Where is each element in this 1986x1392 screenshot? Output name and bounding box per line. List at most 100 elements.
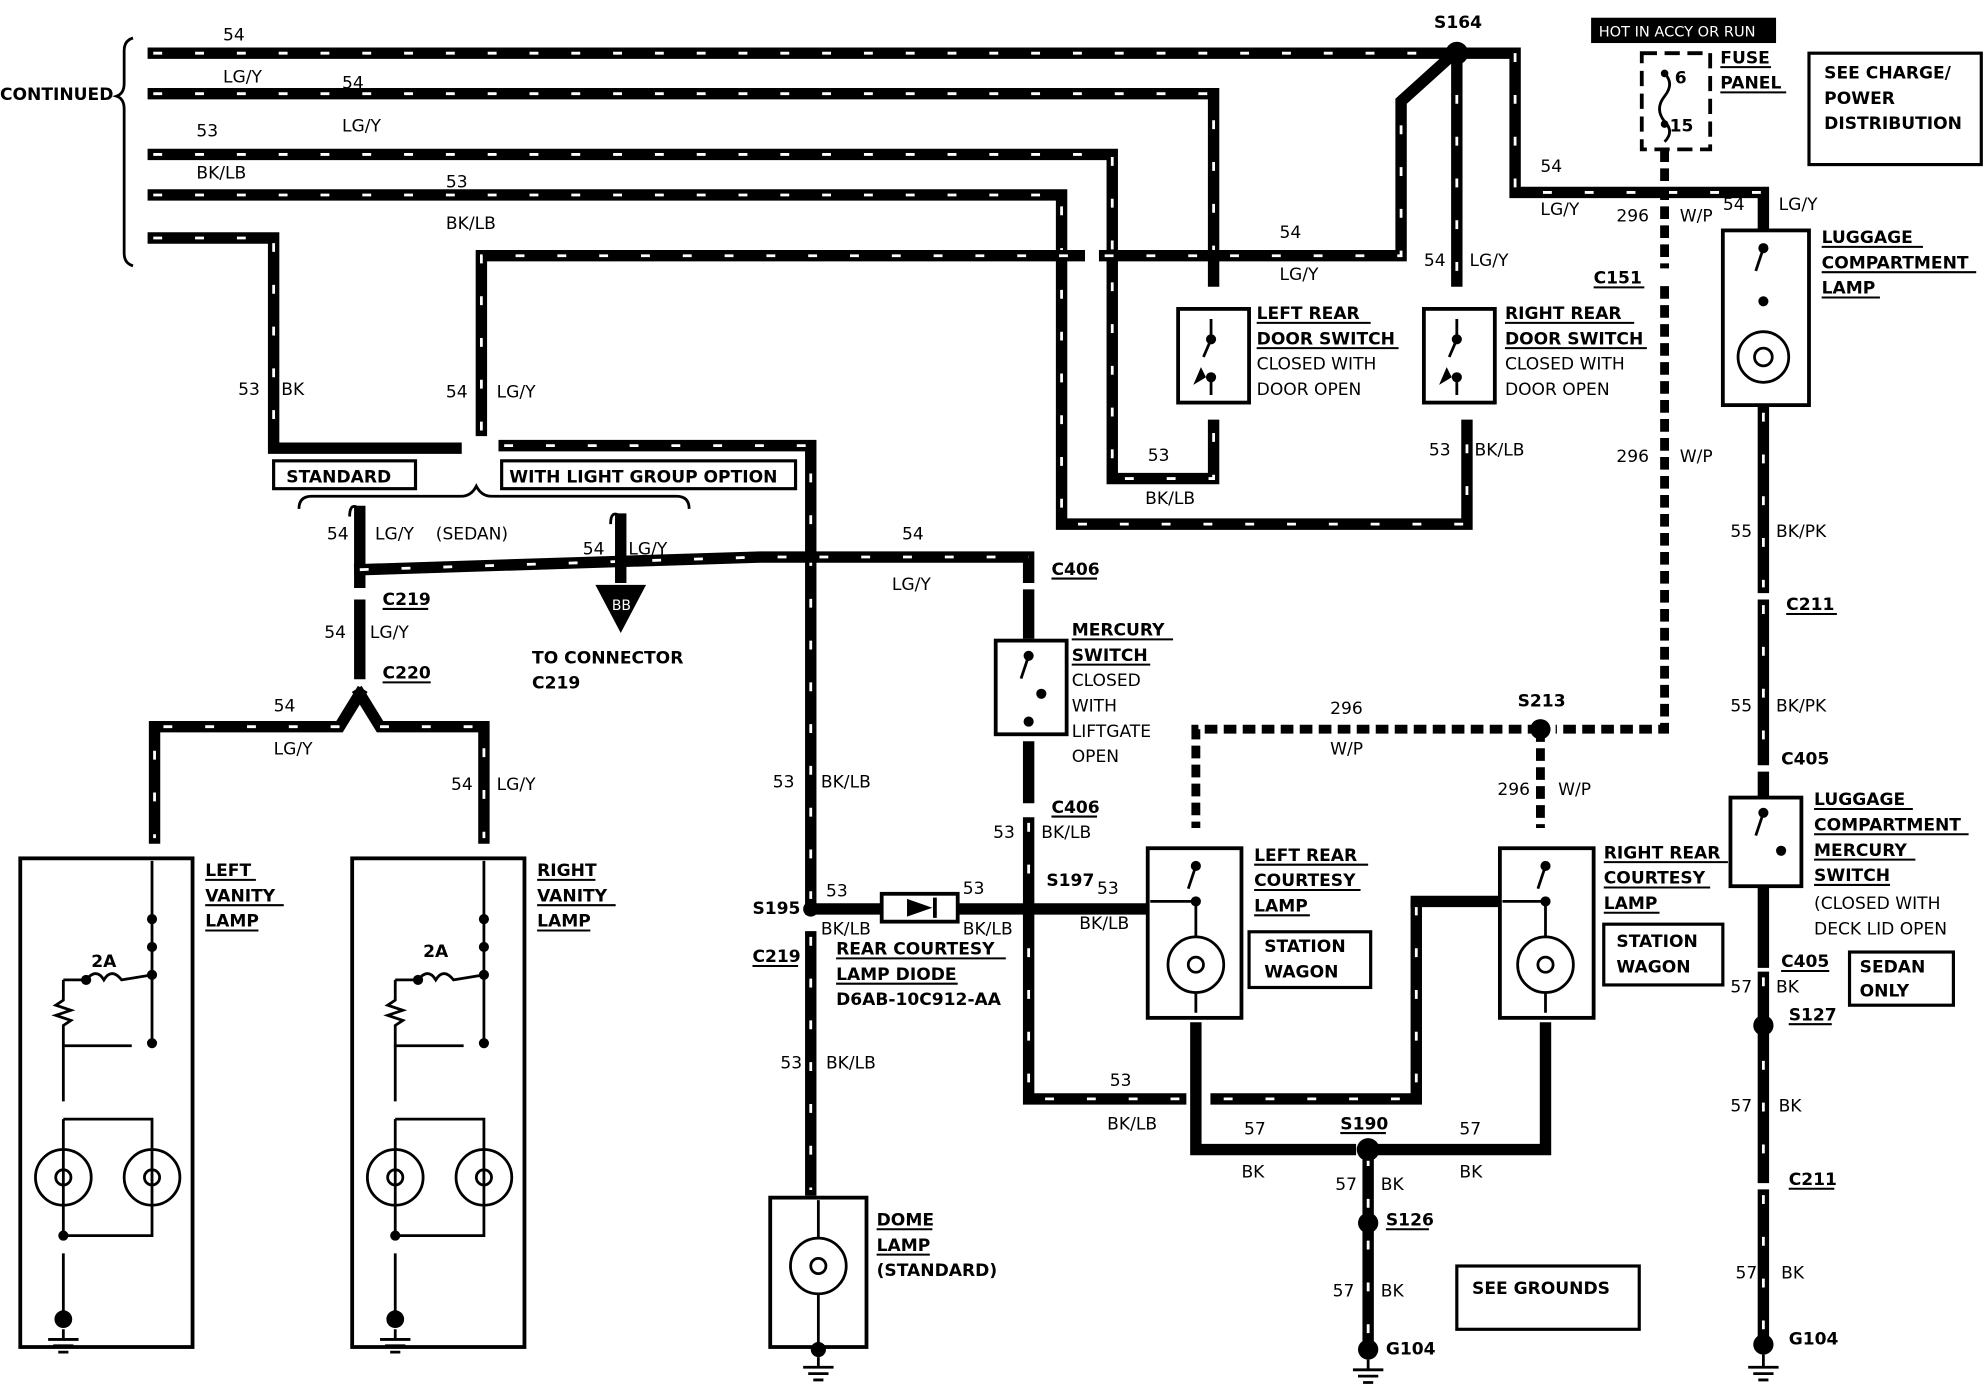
svg-text:BK/PK: BK/PK [1776,522,1827,542]
svg-text:(SEDAN): (SEDAN) [436,524,508,544]
svg-text:SEE GROUNDS: SEE GROUNDS [1472,1279,1610,1299]
svg-text:BK: BK [1776,978,1800,998]
right-rear-door-switch: RIGHT REAR DOOR SWITCH CLOSED WITH DOOR … [1421,304,1647,405]
svg-text:WITH: WITH [1072,696,1117,716]
svg-text:55: 55 [1730,696,1752,716]
svg-text:2A: 2A [91,952,117,972]
svg-text:WITH LIGHT GROUP OPTION: WITH LIGHT GROUP OPTION [509,467,777,487]
svg-text:LEFT REAR: LEFT REAR [1257,304,1360,324]
svg-text:MERCURY: MERCURY [1814,841,1907,861]
hot-in-accy-label: HOT IN ACCY OR RUN [1599,24,1756,41]
s164-text: S164 [1434,13,1482,33]
continued-label: CONTINUED [0,85,113,105]
svg-text:S127: S127 [1789,1005,1837,1025]
svg-text:S195: S195 [752,899,800,919]
luggage-mercury-switch: LUGGAGE COMPARTMENT MERCURY SWITCH (CLOS… [1728,790,1969,939]
left-rear-courtesy-lamp: LEFT REAR COURTESY LAMP STATION WAGON [1145,846,1373,1020]
svg-text:LEFT REAR: LEFT REAR [1254,846,1357,866]
svg-text:DOOR SWITCH: DOOR SWITCH [1257,329,1395,349]
s213-splice [1530,719,1551,740]
svg-text:54: 54 [1540,157,1562,177]
svg-text:LG/Y: LG/Y [223,67,263,87]
svg-text:DECK LID OPEN: DECK LID OPEN [1814,919,1947,939]
svg-text:BK/LB: BK/LB [1107,1114,1157,1134]
svg-text:D6AB-10C912-AA: D6AB-10C912-AA [836,990,1002,1010]
svg-text:54: 54 [324,623,346,643]
svg-text:COURTESY: COURTESY [1604,869,1706,889]
svg-text:DOOR SWITCH: DOOR SWITCH [1505,329,1643,349]
see-grounds-box: SEE GROUNDS [1455,1264,1641,1331]
svg-text:53: 53 [963,879,985,899]
svg-text:BK: BK [1381,1281,1405,1301]
wire-296: 296 W/P C151 296 W/P 296 W/P 296 W/P S21… [1191,149,1713,828]
svg-text:W/P: W/P [1558,780,1591,800]
svg-text:SWITCH: SWITCH [1072,646,1148,666]
svg-text:DOOR OPEN: DOOR OPEN [1257,380,1362,400]
svg-text:54: 54 [327,524,349,544]
svg-text:BK: BK [281,380,305,400]
svg-text:53: 53 [1097,879,1119,899]
svg-text:53: 53 [826,881,848,901]
option-labels: STANDARD WITH LIGHT GROUP OPTION [272,459,798,510]
svg-text:BK/LB: BK/LB [963,919,1013,939]
svg-text:LAMP: LAMP [205,912,259,932]
svg-text:54: 54 [223,26,245,46]
svg-text:C405: C405 [1781,952,1829,972]
svg-text:VANITY: VANITY [537,886,608,906]
svg-text:DOME: DOME [877,1210,934,1230]
ground-s190: 57 BK 57 BK S190 57 BK S126 57 BK G104 [1190,1022,1552,1384]
svg-text:S197: S197 [1046,871,1094,891]
svg-text:LG/Y: LG/Y [342,117,382,137]
svg-text:BK/LB: BK/LB [1475,441,1525,461]
svg-text:BK: BK [1779,1097,1803,1117]
svg-text:296: 296 [1616,447,1649,467]
svg-text:WAGON: WAGON [1264,962,1338,982]
svg-text:53: 53 [446,172,468,192]
svg-text:SWITCH: SWITCH [1814,866,1890,886]
svg-text:54: 54 [274,696,296,716]
svg-text:S126: S126 [1386,1210,1434,1230]
svg-text:LUGGAGE: LUGGAGE [1822,228,1913,248]
svg-text:BK/LB: BK/LB [196,164,246,184]
svg-text:W/P: W/P [1330,740,1363,760]
svg-text:LAMP: LAMP [877,1236,931,1256]
svg-text:15: 15 [1670,117,1694,137]
svg-text:G104: G104 [1386,1340,1436,1360]
svg-text:54: 54 [446,383,468,403]
svg-text:C219: C219 [752,947,800,967]
svg-text:DISTRIBUTION: DISTRIBUTION [1824,114,1962,134]
svg-text:54: 54 [1723,195,1745,215]
svg-text:WAGON: WAGON [1616,957,1690,977]
svg-text:2A: 2A [423,942,449,962]
svg-text:C220: C220 [383,664,431,684]
svg-text:FUSE: FUSE [1720,48,1770,68]
svg-text:LG/Y: LG/Y [1779,195,1819,215]
svg-text:296: 296 [1330,699,1363,719]
svg-text:CLOSED: CLOSED [1072,671,1141,691]
svg-text:296: 296 [1497,780,1530,800]
svg-text:C211: C211 [1786,595,1834,615]
svg-text:C405: C405 [1781,750,1829,770]
right-vanity-lamp: 2A RIGHT VANITY LAMP [350,856,616,1354]
top-wire-labels: 54 LG/Y 54 LG/Y 53 BK/LB 53 BK/LB 54 LG/… [196,26,1580,509]
continued-brace: CONTINUED [0,36,134,268]
wire-bundle [147,45,1770,1196]
svg-text:RIGHT: RIGHT [537,861,597,881]
svg-text:BB: BB [612,598,631,614]
left-vanity-lamp: 2A LEFT VANITY LAMP [18,856,284,1354]
svg-text:LAMP: LAMP [1604,894,1658,914]
svg-text:LAMP: LAMP [537,912,591,932]
svg-text:REAR COURTESY: REAR COURTESY [836,940,995,960]
dome-lamp: DOME LAMP (STANDARD) [768,1195,997,1382]
svg-text:BK/LB: BK/LB [821,772,871,792]
svg-text:W/P: W/P [1680,207,1713,227]
svg-text:LG/Y: LG/Y [497,775,537,795]
svg-text:W/P: W/P [1680,447,1713,467]
luggage-compartment-lamp: LUGGAGE COMPARTMENT LAMP 54 LG/Y [1720,195,1977,408]
svg-text:PANEL: PANEL [1720,74,1781,94]
svg-text:53: 53 [1429,441,1451,461]
svg-text:LG/Y: LG/Y [370,623,410,643]
svg-text:SEE CHARGE/: SEE CHARGE/ [1824,63,1951,83]
svg-text:LIFTGATE: LIFTGATE [1072,722,1151,742]
